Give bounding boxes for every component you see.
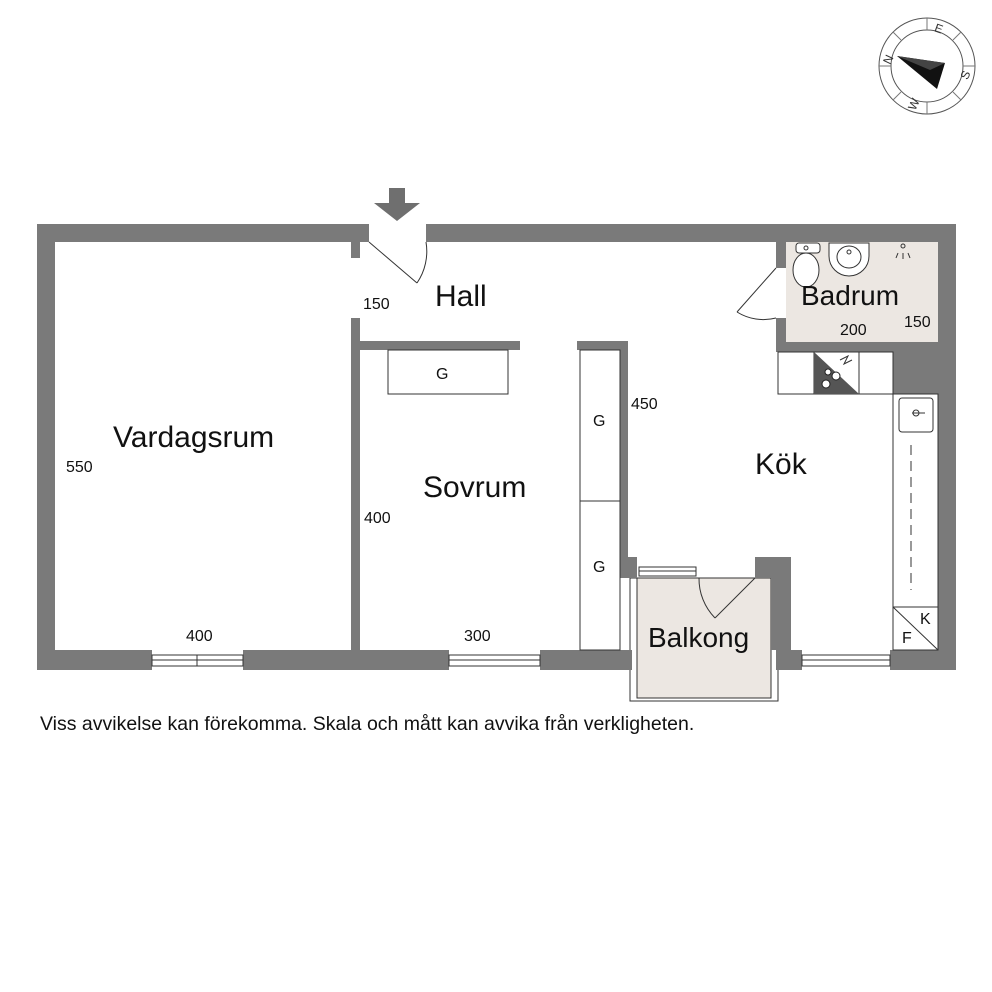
shower-icon xyxy=(895,243,911,259)
bathroom-fixtures xyxy=(792,242,911,288)
dim-vardagsrum-width: 400 xyxy=(186,628,213,645)
wardrobe-label-upper: G xyxy=(593,413,605,430)
wardrobe-label-hall: G xyxy=(436,366,448,383)
room-label-sovrum: Sovrum xyxy=(423,471,526,504)
entrance-arrow-icon xyxy=(374,188,420,221)
wardrobes xyxy=(387,349,621,651)
room-label-vardagsrum: Vardagsrum xyxy=(113,421,274,454)
toilet-icon xyxy=(792,252,820,288)
stove-icon xyxy=(813,351,860,395)
wardrobe-sovrum-upper xyxy=(579,349,621,502)
badrum-door xyxy=(736,267,777,313)
room-label-kok: Kök xyxy=(755,448,808,481)
exterior-walls xyxy=(37,224,956,670)
dim-hall-door: 150 xyxy=(363,296,390,313)
dim-kok-height: 450 xyxy=(631,396,658,413)
room-label-badrum: Badrum xyxy=(801,280,899,311)
dim-badrum-width: 200 xyxy=(840,322,867,339)
freezer-label: F xyxy=(902,630,912,647)
fridge-label: K xyxy=(920,611,931,628)
wardrobe-label-lower: G xyxy=(593,559,605,576)
balkong-floor xyxy=(636,577,772,699)
disclaimer-text: Viss avvikelse kan förekomma. Skala och … xyxy=(40,713,695,735)
balkong-door xyxy=(714,577,756,619)
dim-badrum-height: 150 xyxy=(904,314,931,331)
room-label-balkong: Balkong xyxy=(648,622,749,653)
interior-walls xyxy=(351,242,938,650)
dim-sovrum-height: 400 xyxy=(364,510,391,527)
wardrobe-hall xyxy=(387,349,509,395)
kitchen-counter xyxy=(777,351,939,651)
compass-icon: N E S W xyxy=(878,17,976,115)
dim-sovrum-width: 300 xyxy=(464,628,491,645)
dim-vardagsrum-height: 550 xyxy=(66,459,93,476)
windows xyxy=(151,566,891,667)
doors xyxy=(368,241,777,619)
room-label-hall: Hall xyxy=(435,280,487,313)
wardrobe-sovrum-lower xyxy=(579,500,621,651)
entrance-door xyxy=(368,241,418,284)
